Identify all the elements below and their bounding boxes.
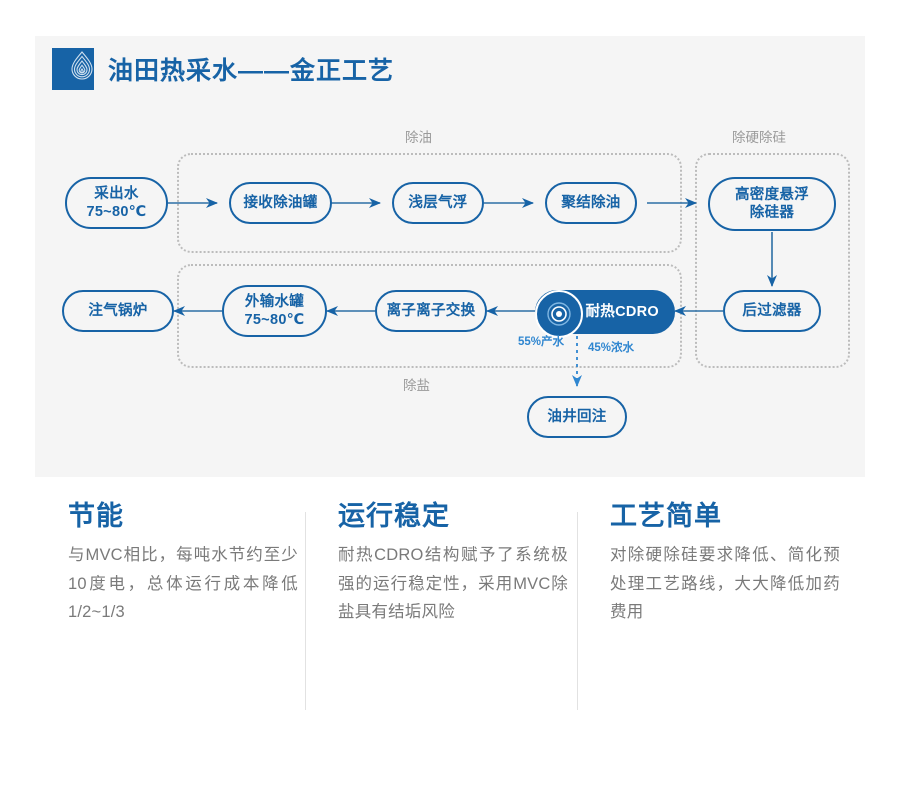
feature-stable-operation: 运行稳定 耐热CDRO结构赋予了系统极强的运行稳定性，采用MVC除盐具有结垢风险 <box>338 500 568 627</box>
node-ion-exchange[interactable]: 离子离子交换 <box>375 290 487 332</box>
node-post-filter[interactable]: 后过滤器 <box>723 290 821 332</box>
group-label-deoil: 除油 <box>405 130 432 145</box>
feature-body: 对除硬除硅要求降低、简化预处理工艺路线，大大降低加药费用 <box>610 546 840 622</box>
edge-label-permeate: 55%产水 <box>518 336 565 348</box>
column-divider-2 <box>577 512 578 710</box>
feature-simple-process: 工艺简单 对除硬除硅要求降低、简化预处理工艺路线，大大降低加药费用 <box>610 500 840 627</box>
diagram-header: 油田热采水——金正工艺 <box>52 48 394 90</box>
feature-energy-saving: 节能 与MVC相比，每吨水节约至少10度电，总体运行成本降低1/2~1/3 <box>68 500 298 627</box>
flow-diagram: 除油 除硬除硅 除盐 <box>35 36 865 477</box>
page-title: 油田热采水——金正工艺 <box>108 57 395 85</box>
node-receiving-deoiling-tank[interactable]: 接收除油罐 <box>229 182 332 224</box>
process-diagram-card: 油田热采水——金正工艺 除油 除硬除硅 除盐 <box>35 36 865 477</box>
node-heat-resistant-cdro-label: 耐热CDRO <box>585 303 659 320</box>
group-label-desalt: 除盐 <box>403 378 430 393</box>
feature-columns: 节能 与MVC相比，每吨水节约至少10度电，总体运行成本降低1/2~1/3 运行… <box>0 500 900 730</box>
edge-label-concentrate: 45%浓水 <box>588 342 635 354</box>
node-steam-injection-boiler[interactable]: 注气锅炉 <box>62 290 174 332</box>
node-coalescence-deoiling[interactable]: 聚结除油 <box>545 182 637 224</box>
node-high-density-desilication[interactable]: 高密度悬浮 除硅器 <box>708 177 836 231</box>
feature-body: 与MVC相比，每吨水节约至少10度电，总体运行成本降低1/2~1/3 <box>68 546 298 622</box>
group-box-desilica <box>695 153 850 368</box>
water-drop-ripple-logo <box>52 48 94 90</box>
feature-title: 节能 <box>68 501 124 531</box>
feature-title: 运行稳定 <box>338 501 450 531</box>
column-divider-1 <box>305 512 306 710</box>
group-box-desalt <box>177 264 682 368</box>
node-shallow-air-flotation[interactable]: 浅层气浮 <box>392 182 484 224</box>
node-well-reinjection[interactable]: 油井回注 <box>527 396 627 438</box>
node-heat-resistant-cdro[interactable]: 耐热CDRO <box>535 290 675 338</box>
group-label-desilica: 除硬除硅 <box>732 130 786 145</box>
feature-title: 工艺简单 <box>610 501 722 531</box>
feature-body: 耐热CDRO结构赋予了系统极强的运行稳定性，采用MVC除盐具有结垢风险 <box>338 546 568 622</box>
concentric-rings-icon <box>535 290 583 338</box>
node-produced-water[interactable]: 采出水 75~80℃ <box>65 177 168 229</box>
node-export-water-tank[interactable]: 外输水罐 75~80℃ <box>222 285 327 337</box>
